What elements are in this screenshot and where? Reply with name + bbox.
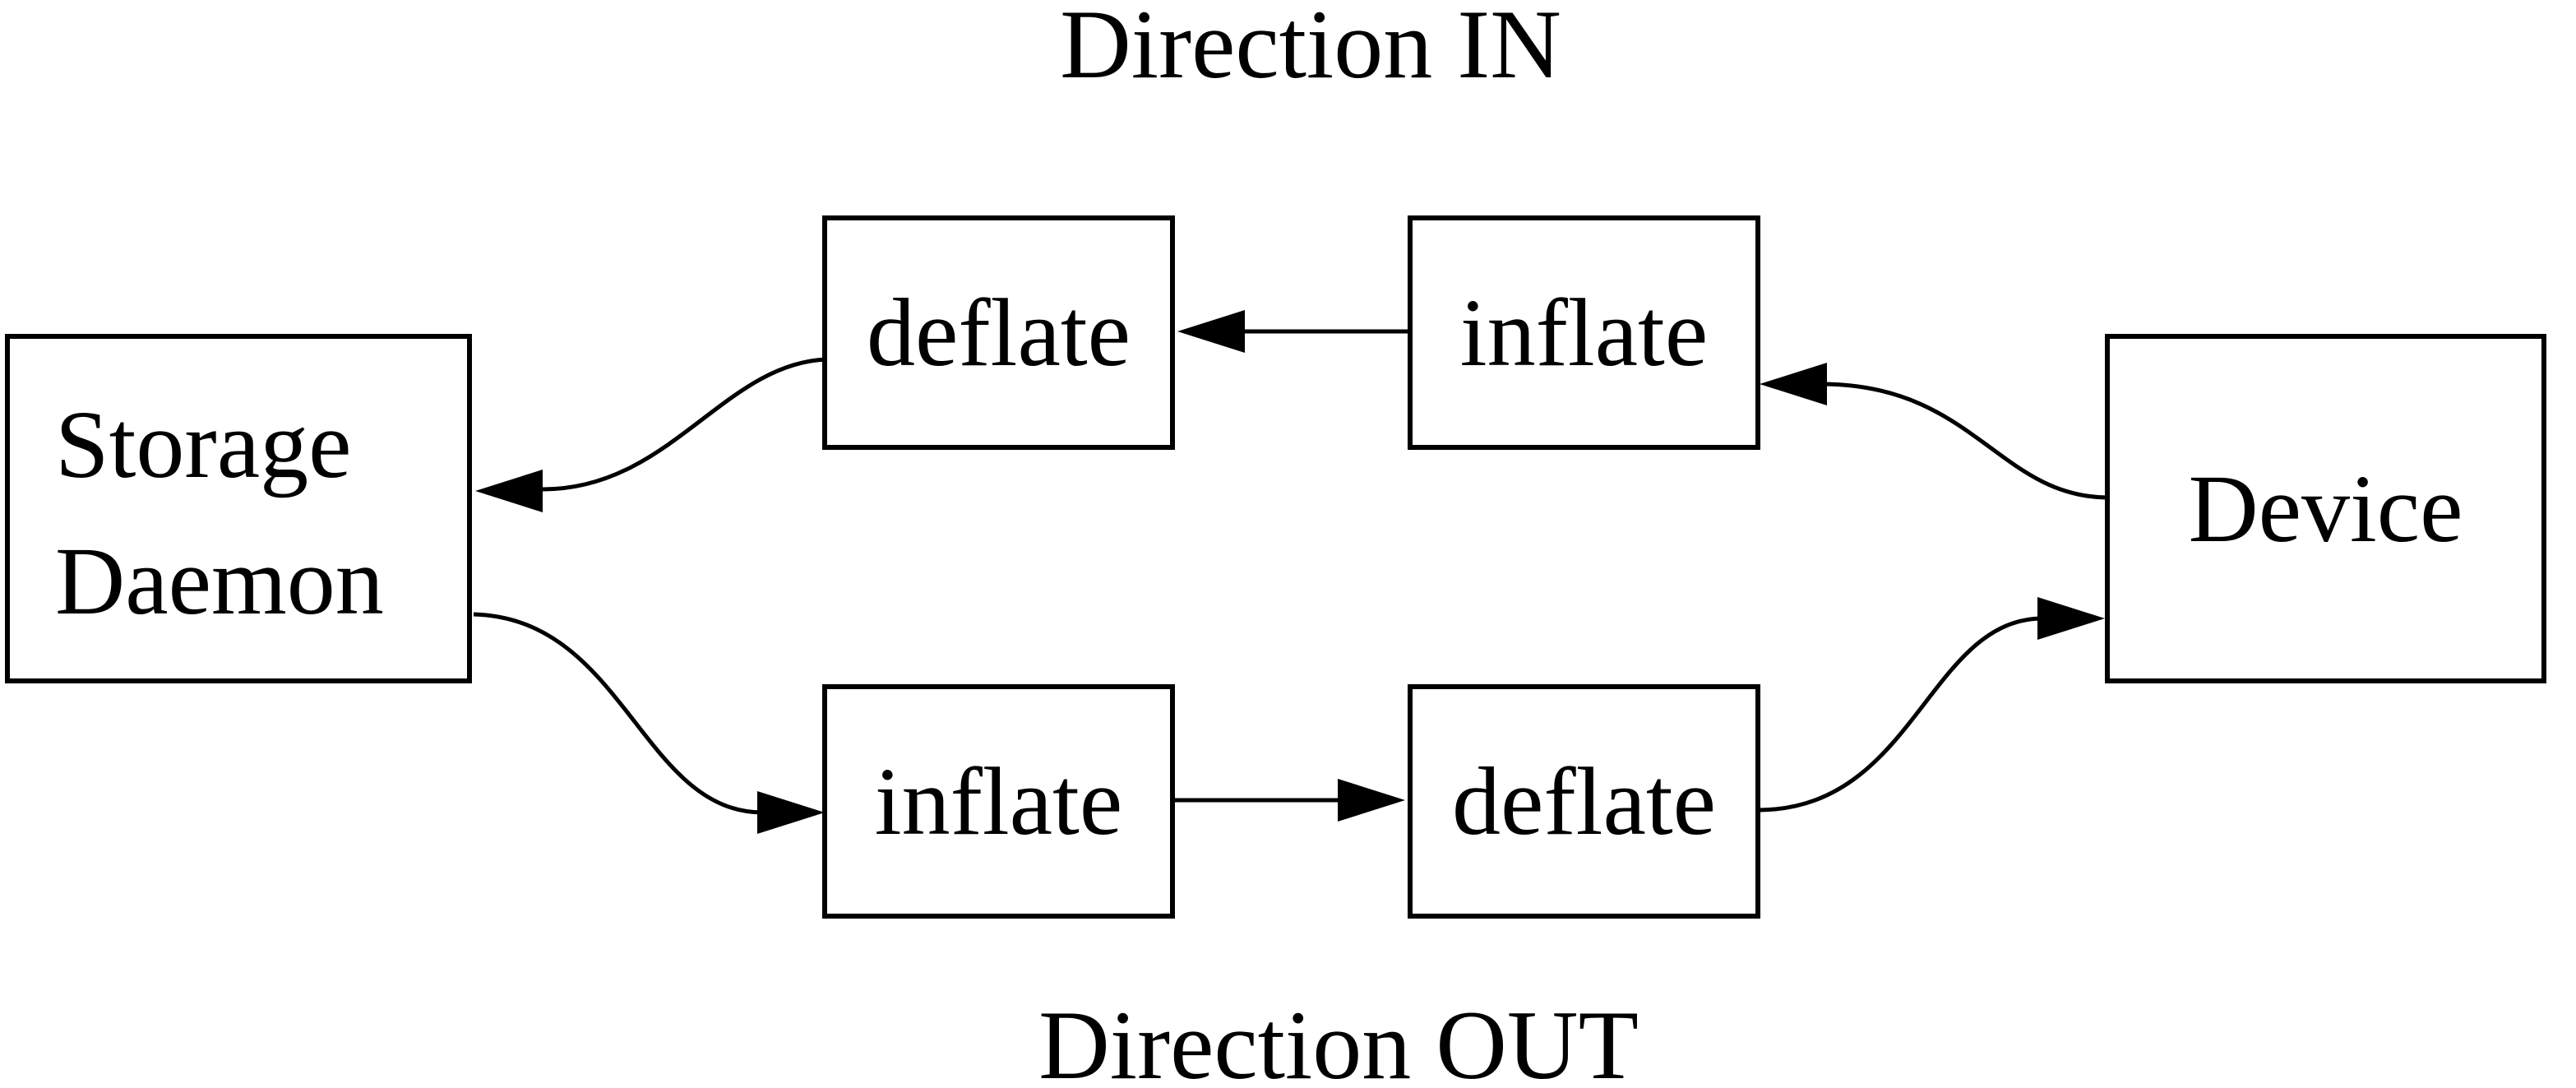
inflate-in-label: inflate xyxy=(1459,278,1709,387)
arrow-deflate-in-to-storage xyxy=(475,357,827,512)
node-deflate-in: deflate xyxy=(822,215,1175,450)
arrow-device-to-inflate-in xyxy=(1760,363,2107,500)
deflate-in-label: deflate xyxy=(867,278,1131,387)
arrow-inflate-in-to-deflate-in xyxy=(1177,310,1408,353)
storage-daemon-label-line2: Daemon xyxy=(55,526,384,635)
deflate-out-label: deflate xyxy=(1452,747,1716,855)
node-inflate-out: inflate xyxy=(822,684,1175,919)
storage-daemon-label-line1: Storage xyxy=(55,391,352,499)
inflate-out-label: inflate xyxy=(874,747,1123,855)
node-deflate-out: deflate xyxy=(1408,684,1760,919)
node-device: Device xyxy=(2105,334,2546,683)
arrow-inflate-out-to-deflate-out xyxy=(1175,779,1405,822)
arrow-deflate-out-to-device xyxy=(1759,597,2105,813)
node-inflate-in: inflate xyxy=(1408,215,1760,450)
title-direction-in: Direction IN xyxy=(1060,0,1561,99)
device-label: Device xyxy=(2188,454,2463,563)
node-storage-daemon: Storage Daemon xyxy=(5,334,472,683)
arrow-storage-to-inflate-out xyxy=(473,612,825,834)
title-direction-out: Direction OUT xyxy=(1038,990,1639,1088)
